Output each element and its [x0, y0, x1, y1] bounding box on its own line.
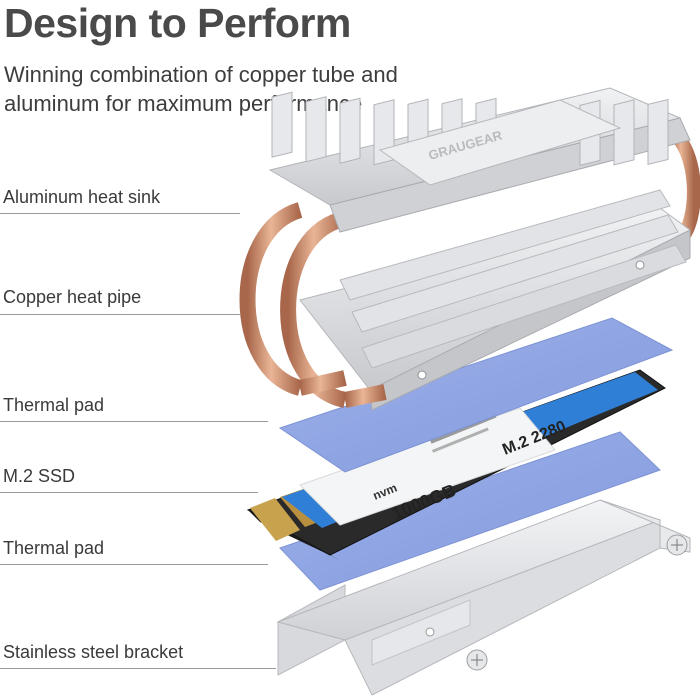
divider-6	[0, 668, 276, 669]
copper-heat-pipe-front	[298, 370, 387, 408]
divider-2	[0, 314, 240, 315]
thermal-pad-bottom	[279, 431, 661, 591]
divider-3	[0, 421, 268, 422]
divider-1	[0, 213, 240, 214]
page-title: Design to Perform	[4, 0, 351, 46]
label-m2-ssd: M.2 SSD	[3, 466, 76, 486]
bracket	[276, 499, 691, 696]
divider-4	[0, 492, 258, 493]
divider-5	[0, 564, 268, 565]
m2-ssd: M.2 2280 1000GB nvm	[246, 369, 666, 560]
page-subtitle: Winning combination of copper tube and a…	[4, 62, 398, 116]
aluminum-heat-sink: GRAUGEAR	[268, 87, 691, 411]
label-copper-heat-pipe: Copper heat pipe	[3, 287, 142, 307]
thermal-pad-top	[278, 317, 674, 473]
label-stainless-steel-bracket: Stainless steel bracket	[3, 642, 184, 662]
label-thermal-pad-bottom: Thermal pad	[3, 538, 105, 558]
label-aluminum-heat-sink: Aluminum heat sink	[3, 187, 161, 207]
label-thermal-pad-top: Thermal pad	[3, 395, 105, 415]
